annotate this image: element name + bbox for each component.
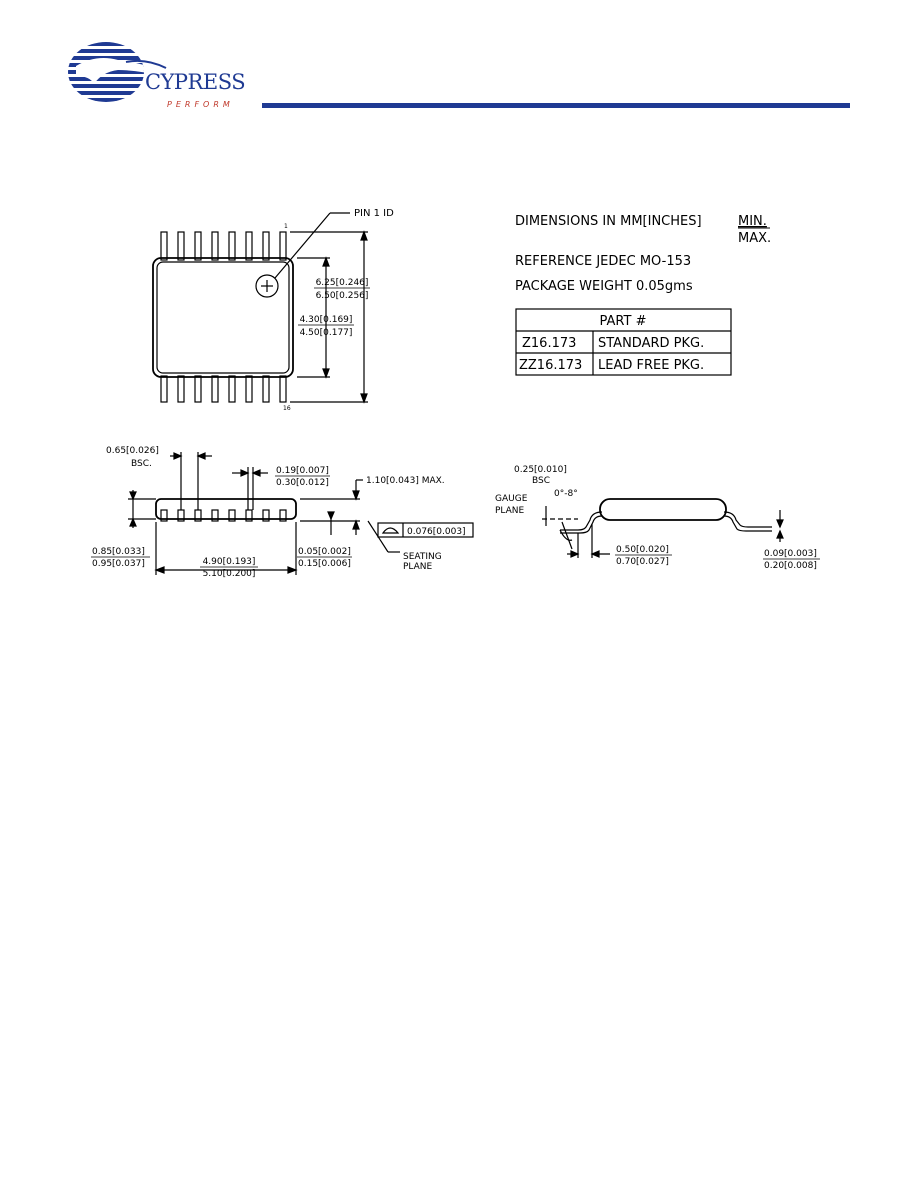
- note-reference: REFERENCE JEDEC MO-153: [515, 254, 691, 269]
- foot-min: 0.50[0.020]: [616, 545, 669, 555]
- part-row-2-desc: LEAD FREE PKG.: [598, 358, 704, 373]
- length-min: 4.90[0.193]: [203, 557, 256, 567]
- body-height-min: 0.85[0.033]: [92, 547, 145, 557]
- part-table: [515, 308, 732, 376]
- header-rule: [262, 103, 850, 108]
- part-row-1-desc: STANDARD PKG.: [598, 336, 704, 351]
- side-leads: [160, 509, 287, 522]
- gauge-plane-label: PLANE: [495, 506, 525, 516]
- gauge-bsc: BSC: [532, 476, 550, 486]
- gauge-dim: 0.25[0.010]: [514, 465, 567, 475]
- side-view: [128, 452, 474, 575]
- cypress-tree-globe-icon: [68, 42, 167, 102]
- pin1-number: 1: [284, 223, 288, 230]
- brand-name: CYPRESS: [145, 70, 246, 94]
- coplanarity-value: 0.076[0.003]: [407, 527, 466, 537]
- part-table-header: PART #: [600, 314, 647, 329]
- gauge-label: GAUGE: [495, 494, 528, 504]
- note-weight: PACKAGE WEIGHT 0.05gms: [515, 279, 693, 294]
- bottom-leads: [160, 375, 287, 403]
- dim-overall-max: 6.50[0.256]: [316, 291, 369, 301]
- top-leads: [160, 231, 287, 261]
- standoff-min: 0.05[0.002]: [298, 547, 351, 557]
- pitch-bsc: BSC.: [131, 459, 152, 469]
- note-dimensions: DIMENSIONS IN MM[INCHES]: [515, 214, 702, 229]
- pin1-marker: [255, 274, 279, 298]
- lead-width-min: 0.19[0.007]: [276, 466, 329, 476]
- package-body-side: [155, 498, 297, 520]
- package-body-end: [599, 498, 727, 521]
- part-row-2-code: ZZ16.173: [519, 358, 582, 373]
- height-max: 1.10[0.043] MAX.: [366, 476, 445, 486]
- seating-label: SEATING: [403, 552, 442, 562]
- length-max: 5.10[0.200]: [203, 569, 256, 579]
- package-body-top: [152, 257, 294, 378]
- dim-body-min: 4.30[0.169]: [300, 315, 353, 325]
- thickness-min: 0.09[0.003]: [764, 549, 817, 559]
- note-min: MIN.: [738, 214, 767, 229]
- dim-overall-min: 6.25[0.246]: [316, 278, 369, 288]
- brand-tagline: PERFORM: [167, 100, 234, 109]
- thickness-max: 0.20[0.008]: [764, 561, 817, 571]
- lead-width-max: 0.30[0.012]: [276, 478, 329, 488]
- part-row-1-code: Z16.173: [522, 336, 576, 351]
- seating-plane-label: PLANE: [403, 562, 433, 572]
- dim-body-max: 4.50[0.177]: [300, 328, 353, 338]
- body-height-max: 0.95[0.037]: [92, 559, 145, 569]
- pin16-number: 16: [283, 405, 291, 412]
- foot-max: 0.70[0.027]: [616, 557, 669, 567]
- standoff-max: 0.15[0.006]: [298, 559, 351, 569]
- end-view: [542, 498, 784, 558]
- page-header: CYPRESS PERFORM: [0, 0, 918, 120]
- top-view: [152, 212, 368, 404]
- note-max: MAX.: [738, 231, 771, 246]
- pitch-dim: 0.65[0.026]: [106, 446, 159, 456]
- package-drawing: PIN 1 ID 1 16 6.25[0.246] 6.50[0.256] 4.…: [91, 208, 820, 579]
- pin1-label: PIN 1 ID: [354, 208, 394, 219]
- angle-label: 0°-8°: [554, 489, 578, 499]
